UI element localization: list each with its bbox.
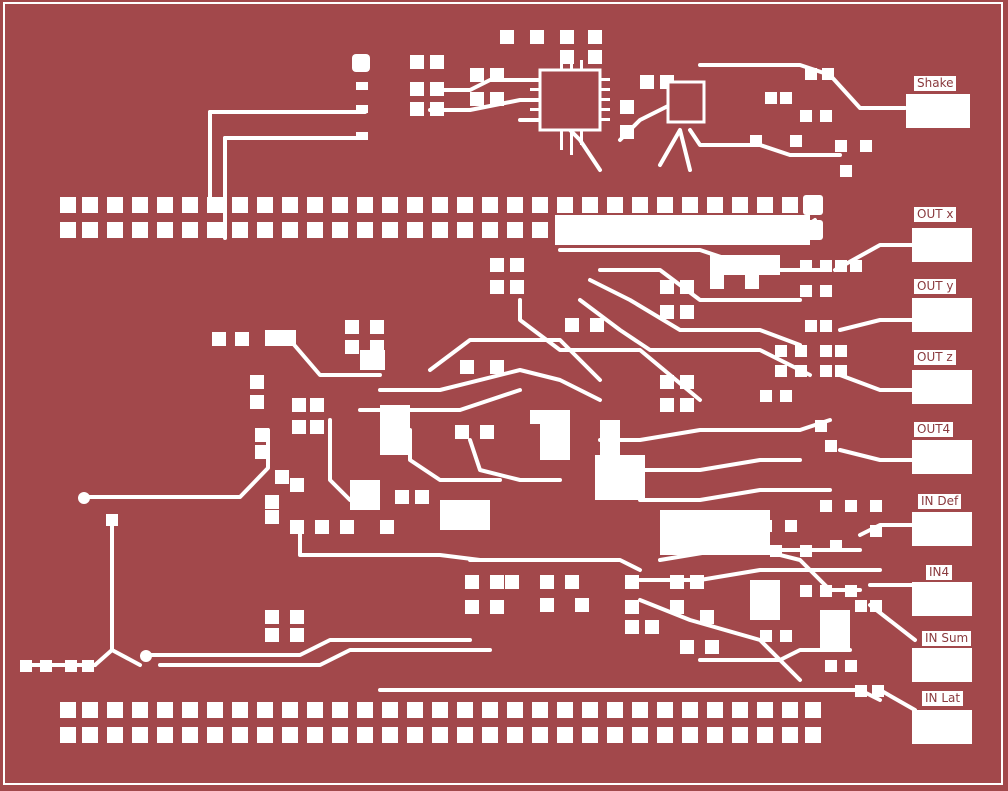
connector-label-shake: Shake <box>914 76 957 91</box>
connector-block-shake <box>906 94 970 128</box>
connector-label-out-x: OUT x <box>914 207 957 222</box>
connector-label-out-y: OUT y <box>914 279 957 294</box>
connector-label-in-lat: IN Lat <box>922 691 964 706</box>
header-top <box>60 195 823 240</box>
connector-block-out-x <box>912 228 972 262</box>
connector-block-in-sum <box>912 648 972 682</box>
board-edge <box>3 2 1003 785</box>
ic-chip-top-center <box>538 68 602 132</box>
connector-block-out-y <box>912 298 972 332</box>
connector-label-out4: OUT4 <box>914 422 954 437</box>
ic-pins <box>530 60 610 155</box>
connector-block-out4 <box>912 440 972 474</box>
smd-pads <box>20 30 884 697</box>
ic-chip-top-right <box>666 80 706 124</box>
connector-block-out-z <box>912 370 972 404</box>
connector-block-in-def <box>912 512 972 546</box>
connector-label-out-z: OUT z <box>914 350 956 365</box>
connector-block-in4 <box>912 582 972 616</box>
connector-label-in-def: IN Def <box>918 494 962 509</box>
clearance-regions <box>350 215 850 650</box>
connector-block-in-lat <box>912 710 972 744</box>
header-bottom <box>60 702 821 743</box>
connector-label-in-sum: IN Sum <box>922 631 972 646</box>
connector-label-in4: IN4 <box>926 565 953 580</box>
connector-blocks <box>906 94 972 744</box>
